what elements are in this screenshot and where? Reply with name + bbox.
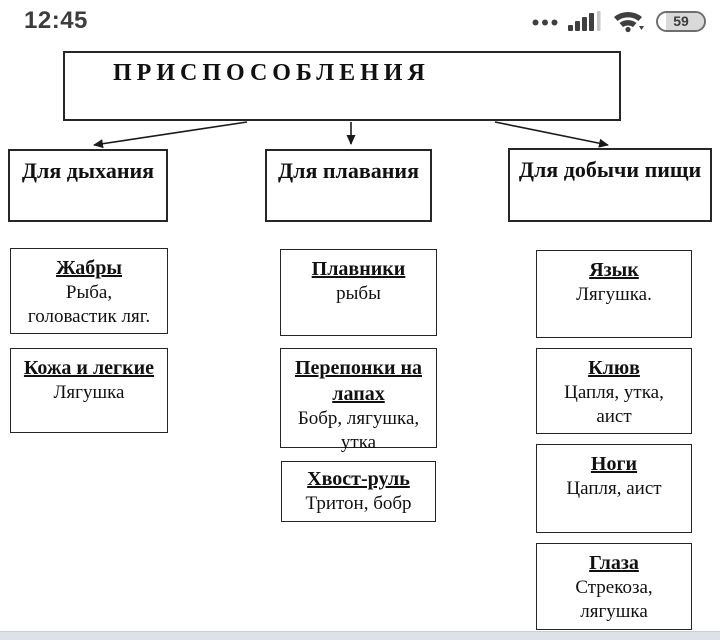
node-body: Цапля, аист <box>566 478 662 499</box>
node-legs: Ноги Цапля, аист <box>536 444 692 533</box>
node-beak: Клюв Цапля, утка, аист <box>536 348 692 434</box>
node-body: Лягушка. <box>576 284 652 305</box>
node-body: Лягушка <box>53 382 125 403</box>
clock: 12:45 <box>24 7 88 34</box>
more-dots-icon <box>532 19 558 26</box>
node-tongue: Язык Лягушка. <box>536 250 692 338</box>
header-label: Для плавания <box>277 158 420 183</box>
bottom-edge-strip <box>0 631 720 640</box>
node-title: Кожа и легкие <box>23 357 155 379</box>
header-label: Для дыхания <box>21 158 155 183</box>
cell-signal-icon <box>568 11 601 31</box>
node-title: Жабры <box>55 257 122 279</box>
root-label: ПРИСПОСОБЛЕНИЯ <box>113 60 430 86</box>
node-body: Рыба, головастик ляг. <box>27 282 151 327</box>
node-root: ПРИСПОСОБЛЕНИЯ <box>63 51 621 121</box>
node-header-food: Для добычи пищи <box>508 148 712 222</box>
node-header-swimming: Для плавания <box>265 149 432 222</box>
node-eyes: Глаза Стрекоза, лягушка <box>536 543 692 630</box>
node-title: Перепонки на лапах <box>294 357 423 405</box>
node-body: Тритон, бобр <box>305 493 412 514</box>
node-header-breathing: Для дыхания <box>8 149 168 222</box>
node-title: Хвост-руль <box>307 468 410 490</box>
node-title: Глаза <box>589 552 639 574</box>
header-label: Для добычи пищи <box>518 157 702 182</box>
battery-percent: 59 <box>673 13 689 29</box>
node-title: Ноги <box>590 453 638 475</box>
node-title: Плавники <box>311 258 406 280</box>
status-icons: 59 <box>532 8 706 34</box>
node-skin-lungs: Кожа и легкие Лягушка <box>10 348 168 433</box>
status-bar: 12:45 59 <box>0 0 720 44</box>
node-fins: Плавники рыбы <box>280 249 437 336</box>
node-tail-rudder: Хвост-руль Тритон, бобр <box>281 461 436 522</box>
node-title: Язык <box>589 259 639 281</box>
battery-icon: 59 <box>656 10 706 32</box>
node-webbed-feet: Перепонки на лапах Бобр, лягушка, утка <box>280 348 437 453</box>
node-body: рыбы <box>336 283 381 304</box>
node-body: Бобр, лягушка, утка <box>297 408 420 453</box>
node-body: Стрекоза, лягушка <box>575 577 653 622</box>
battery-fill <box>666 12 704 30</box>
wifi-icon <box>614 11 644 33</box>
node-body: Цапля, утка, аист <box>564 382 664 427</box>
node-title: Клюв <box>588 357 640 379</box>
node-gills: Жабры Рыба, головастик ляг. <box>10 248 168 334</box>
